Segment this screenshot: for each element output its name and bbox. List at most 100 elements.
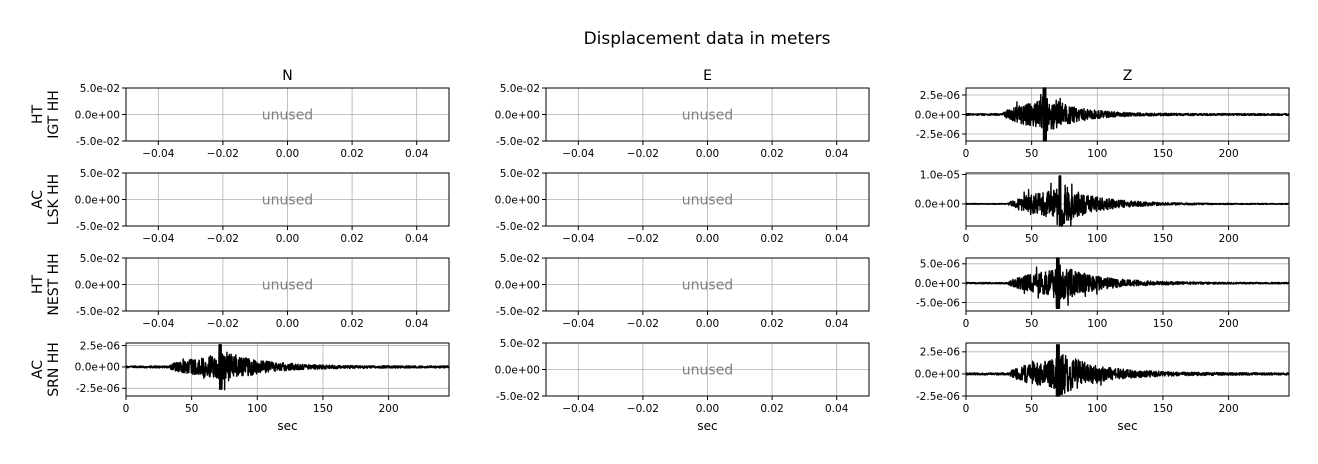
- x-tick-label: −0.04: [142, 148, 174, 160]
- row-label-station: SRN HH: [46, 342, 62, 397]
- x-tick-label: 100: [1087, 403, 1107, 415]
- x-tick-label: −0.02: [627, 403, 659, 415]
- x-tick-label: 0.00: [696, 233, 719, 245]
- x-tick-label: 0.02: [340, 233, 363, 245]
- x-tick-label: −0.02: [627, 318, 659, 330]
- y-tick-label: 0.0e+00: [495, 109, 540, 121]
- column-title: Z: [1123, 68, 1133, 84]
- x-tick-label: 0.04: [825, 233, 849, 245]
- x-tick-label: 0.04: [405, 148, 429, 160]
- row-label-network: AC: [30, 190, 46, 209]
- x-tick-label: 50: [1025, 233, 1038, 245]
- x-tick-label: 0.00: [276, 233, 299, 245]
- x-tick-label: 0.02: [340, 318, 363, 330]
- y-tick-label: -2.5e-06: [916, 391, 960, 403]
- y-tick-label: -5.0e-02: [76, 221, 120, 233]
- x-tick-label: 200: [1219, 148, 1239, 160]
- x-tick-label: 0.04: [405, 233, 429, 245]
- x-tick-label: 0.04: [825, 148, 849, 160]
- x-tick-label: 50: [1025, 318, 1038, 330]
- y-tick-label: -5.0e-02: [496, 391, 540, 403]
- x-tick-label: −0.02: [627, 148, 659, 160]
- x-tick-label: −0.02: [207, 233, 239, 245]
- y-tick-label: 0.0e+00: [495, 364, 540, 376]
- axes-frame: [965, 342, 1290, 397]
- y-tick-label: -5.0e-06: [916, 297, 960, 309]
- x-tick-label: 100: [1087, 233, 1107, 245]
- x-tick-label: −0.04: [562, 148, 594, 160]
- x-tick-label: −0.04: [562, 318, 594, 330]
- row-label-station: IGT HH: [46, 90, 62, 139]
- x-axis-label: sec: [697, 419, 717, 433]
- seismic-trace: [965, 175, 1290, 227]
- y-tick-label: 2.5e-06: [920, 347, 961, 359]
- y-tick-label: 0.0e+00: [75, 109, 120, 121]
- x-tick-label: 200: [379, 403, 399, 415]
- x-tick-label: 0.02: [760, 148, 783, 160]
- y-tick-label: 5.0e-06: [920, 259, 961, 271]
- x-tick-label: 0.04: [825, 403, 849, 415]
- y-tick-label: -5.0e-02: [76, 306, 120, 318]
- x-tick-label: 0.04: [825, 318, 849, 330]
- unused-label: unused: [262, 193, 313, 209]
- y-tick-label: -5.0e-02: [76, 136, 120, 148]
- unused-label: unused: [262, 108, 313, 124]
- x-tick-label: −0.04: [562, 403, 594, 415]
- y-tick-label: 5.0e-02: [80, 253, 120, 265]
- x-tick-label: 150: [313, 403, 333, 415]
- x-tick-label: 50: [1025, 148, 1038, 160]
- y-tick-label: 0.0e+00: [915, 278, 960, 290]
- unused-label: unused: [682, 193, 733, 209]
- y-tick-label: 0.0e+00: [75, 279, 120, 291]
- row-label-network: HT: [30, 275, 46, 295]
- y-tick-label: 5.0e-02: [80, 83, 120, 95]
- x-tick-label: 0.00: [276, 318, 299, 330]
- x-tick-label: 0: [963, 233, 970, 245]
- y-tick-label: -2.5e-06: [916, 129, 960, 141]
- y-tick-label: 5.0e-02: [500, 253, 540, 265]
- y-tick-label: 0.0e+00: [915, 109, 960, 121]
- x-tick-label: −0.04: [142, 318, 174, 330]
- y-tick-label: 5.0e-02: [500, 83, 540, 95]
- y-tick-label: -2.5e-06: [76, 383, 120, 395]
- x-tick-label: 0.00: [276, 148, 299, 160]
- y-tick-label: 2.5e-06: [920, 90, 961, 102]
- y-tick-label: 5.0e-02: [500, 168, 540, 180]
- axes-frame: [965, 257, 1290, 312]
- axes-frame: [965, 172, 1290, 227]
- x-tick-label: 100: [1087, 318, 1107, 330]
- y-tick-label: 0.0e+00: [495, 194, 540, 206]
- y-tick-label: 1.0e-05: [920, 169, 960, 181]
- unused-label: unused: [682, 108, 733, 124]
- y-tick-label: 0.0e+00: [495, 279, 540, 291]
- x-tick-label: 0.02: [760, 403, 783, 415]
- y-tick-label: 5.0e-02: [500, 338, 540, 350]
- y-tick-label: 0.0e+00: [75, 194, 120, 206]
- y-tick-label: 2.5e-06: [80, 340, 121, 352]
- x-tick-label: −0.02: [627, 233, 659, 245]
- seismic-trace: [125, 344, 450, 391]
- x-tick-label: 0: [963, 403, 970, 415]
- x-tick-label: 0: [963, 148, 970, 160]
- x-tick-label: 0.00: [696, 148, 719, 160]
- x-tick-label: 100: [1087, 148, 1107, 160]
- y-tick-label: -5.0e-02: [496, 221, 540, 233]
- axes-frame: [125, 342, 450, 397]
- y-tick-label: 0.0e+00: [75, 362, 120, 374]
- x-tick-label: 0: [123, 403, 130, 415]
- x-axis-label: sec: [277, 419, 297, 433]
- x-tick-label: 0.02: [760, 318, 783, 330]
